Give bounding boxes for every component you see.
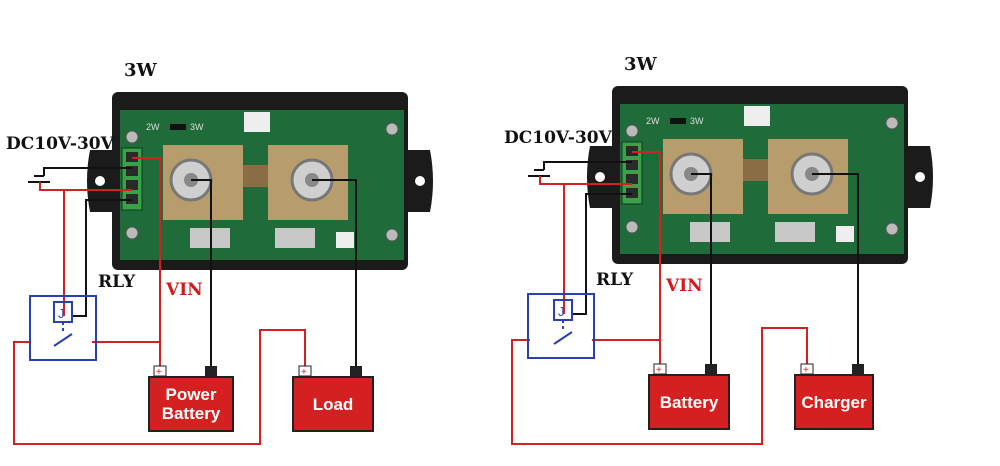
wire-supply-neg — [543, 161, 632, 170]
board-screw-bottom-right — [885, 222, 899, 236]
supply-voltage-label: DC10V-30V — [6, 134, 114, 154]
power-label: 3W — [624, 54, 657, 75]
relay-box — [29, 295, 97, 361]
relay-label: RLY — [98, 272, 136, 292]
wire-supply-pos — [539, 176, 632, 185]
connector-header — [244, 112, 270, 132]
load-box: Load — [292, 376, 374, 432]
board-label-3w: 3W — [190, 122, 204, 132]
mounting-hole-right — [915, 172, 925, 182]
terminal-screw-3 — [126, 180, 138, 190]
vin-label: VIN — [666, 276, 703, 296]
connector-white — [336, 232, 354, 248]
wire-supply-neg — [43, 167, 132, 176]
relay-label: RLY — [596, 270, 634, 290]
relay-contact — [553, 331, 573, 345]
wire-relay-ctrl — [572, 193, 632, 315]
wire-supply-pos — [39, 182, 132, 191]
board-label-2w: 2W — [646, 116, 660, 126]
board-screw-top-right — [385, 122, 399, 136]
terminal-screw-2 — [626, 160, 638, 170]
supply-voltage-label: DC10V-30V — [504, 128, 612, 148]
diagram-panel-right: 2W 3W J + + 3W DC10V-30V RLY VIN Battery… — [500, 0, 1000, 466]
wiring-diagram-left: 2W 3W J + + — [13, 92, 433, 445]
diagram-panel-left: 2W 3W J + + 3W DC10V-30V RLY VIN P — [6, 60, 433, 445]
connector-white — [836, 226, 854, 242]
wire-shunt-battery-neg — [191, 179, 212, 374]
power-battery-box: Power Battery — [148, 376, 234, 432]
terminal-screw-2 — [126, 166, 138, 176]
battery-pos-sign: + — [656, 365, 662, 376]
load-neg-terminal — [350, 366, 362, 376]
board-screw-bottom-left — [125, 226, 139, 240]
wire-relay-ctrl — [72, 199, 132, 317]
charger-pos-sign: + — [803, 365, 809, 376]
charger-neg-terminal — [852, 364, 864, 374]
wire-shunt-battery-neg — [691, 173, 712, 372]
vin-label: VIN — [166, 280, 203, 300]
wire-vin — [132, 157, 161, 374]
jumper — [170, 124, 186, 130]
charger-box: Charger — [794, 374, 874, 430]
component-heatsink-2 — [275, 228, 315, 248]
mounting-hole-left — [95, 176, 105, 186]
power-label: 3W — [124, 60, 157, 81]
board-label-3w: 3W — [690, 116, 704, 126]
shunt-bridge — [743, 159, 768, 181]
load-pos-sign: + — [301, 367, 307, 378]
terminal-screw-3 — [626, 174, 638, 184]
board-label-2w: 2W — [146, 122, 160, 132]
battery-pos-sign: + — [156, 367, 162, 378]
wiring-diagram-right: 2W 3W J + + — [511, 86, 933, 445]
relay-contact — [53, 333, 73, 347]
battery-neg-terminal — [705, 364, 717, 374]
battery-box: Battery — [648, 374, 730, 430]
shunt-bridge — [243, 165, 268, 187]
component-heatsink-2 — [775, 222, 815, 242]
board-screw-top-left — [125, 130, 139, 144]
jumper — [670, 118, 686, 124]
wire-charger-pos — [511, 327, 808, 445]
relay-coil-letter: J — [558, 304, 565, 319]
relay-coil-letter: J — [58, 306, 65, 321]
wire-shunt-load-neg — [312, 179, 357, 374]
connector-header — [744, 106, 770, 126]
board-screw-top-right — [885, 116, 899, 130]
board-screw-bottom-right — [385, 228, 399, 242]
mounting-hole-left — [595, 172, 605, 182]
board-screw-bottom-left — [625, 220, 639, 234]
wire-load-pos — [13, 329, 306, 445]
mounting-hole-right — [415, 176, 425, 186]
wire-vin — [632, 151, 661, 372]
wire-shunt-charger-neg — [812, 173, 859, 372]
relay-box — [527, 293, 595, 359]
battery-neg-terminal — [205, 366, 217, 376]
board-screw-top-left — [625, 124, 639, 138]
